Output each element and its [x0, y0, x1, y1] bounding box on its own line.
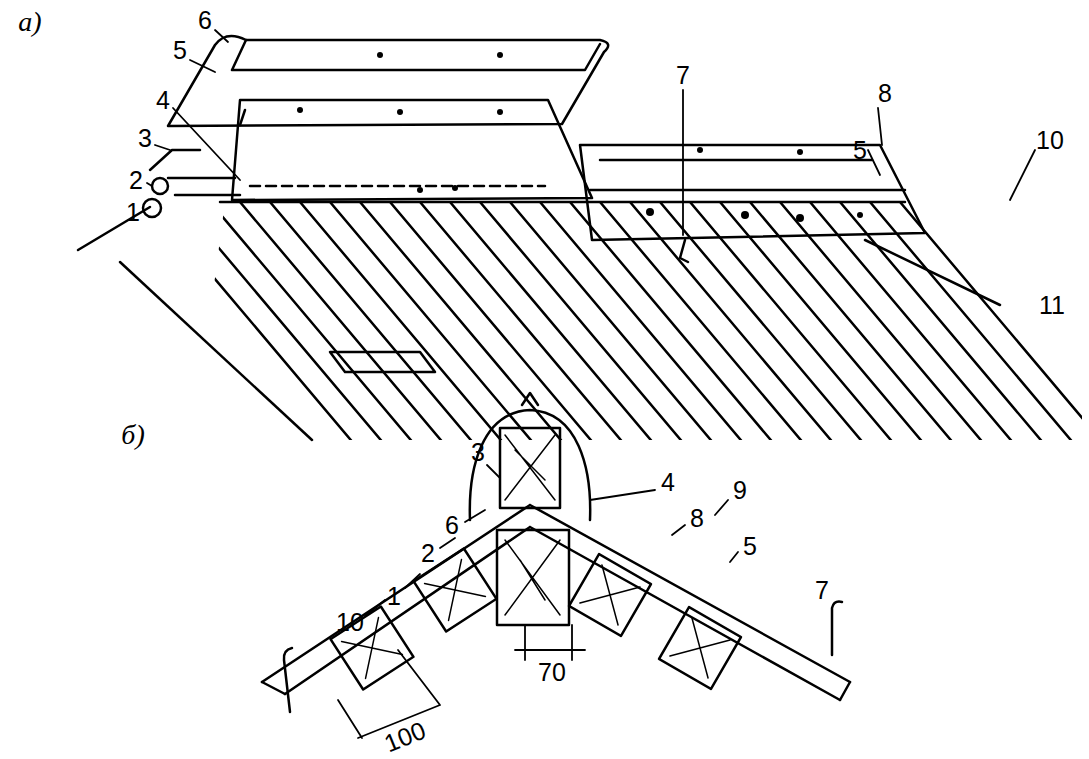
callout-number: 2: [421, 541, 435, 566]
sheet-edge: [270, 202, 475, 445]
leader: [865, 240, 1000, 305]
sheet-edge: [330, 202, 535, 445]
callout-number: 2: [129, 168, 143, 193]
sheet-edge: [390, 202, 595, 445]
roll: [152, 178, 168, 194]
sheet-edge: [870, 202, 1075, 445]
callout-number: 3: [471, 440, 485, 465]
slope-edge: [120, 262, 312, 440]
sheet-edge: [840, 202, 1045, 445]
ridge-band: [232, 100, 592, 200]
cap-clip: [240, 110, 245, 125]
callout-number: 6: [198, 8, 212, 33]
ridge-cap: [590, 160, 905, 190]
view-label: б): [121, 421, 144, 449]
sheathing: [285, 527, 840, 700]
cap-clip: [680, 240, 688, 262]
callout-number: 5: [173, 38, 187, 63]
callout-number: 5: [853, 138, 867, 163]
wood-grain: [505, 435, 555, 500]
callout-number: 4: [661, 470, 675, 495]
sheet-edge: [1080, 202, 1089, 445]
dimension-line: [515, 625, 585, 660]
sheet-edge: [240, 202, 445, 445]
callout-number: 8: [690, 506, 704, 531]
callout-number: 10: [1036, 128, 1064, 153]
callout-number: 5: [743, 534, 757, 559]
callout-number: 1: [126, 200, 140, 225]
callout-number: 6: [445, 513, 459, 538]
sheet-edge: [150, 202, 355, 445]
callout-number: 11: [1039, 293, 1065, 318]
callout-number: 7: [676, 63, 690, 88]
dimension-line: [338, 650, 440, 738]
sheet-edge: [960, 202, 1089, 445]
callout-number: 7: [815, 578, 829, 603]
sheet-edge: [930, 202, 1089, 445]
callout-number: 8: [878, 81, 892, 106]
sheet-edge: [210, 202, 415, 445]
ridge-line: [220, 201, 905, 204]
callout-number: 9: [733, 478, 747, 503]
ridge-cap-section: [470, 410, 590, 520]
sheet-edge: [300, 202, 505, 445]
snow-guard: [284, 648, 292, 712]
callout-number: 4: [156, 88, 170, 113]
nails: [297, 52, 863, 222]
wood-grain: [505, 540, 560, 615]
callout-number: 1: [387, 584, 401, 609]
ridge-timber: [500, 428, 560, 508]
batten: [330, 352, 435, 372]
callout-number: 3: [138, 126, 152, 151]
dimension: 70: [538, 660, 566, 685]
sheet-edge: [900, 202, 1089, 445]
sheet-edge: [990, 202, 1089, 445]
sheet-edge: [750, 202, 955, 445]
roll: [143, 199, 161, 217]
leader: [365, 465, 738, 616]
ridge-cap: [232, 40, 600, 70]
dimension: 100: [381, 717, 429, 756]
ridge-cap: [168, 36, 608, 126]
sheet-edge: [360, 202, 565, 445]
sheet-edge: [810, 202, 1015, 445]
sheet-edge: [1020, 202, 1089, 445]
view-label: а): [18, 8, 41, 36]
ridge-cap-top: [522, 393, 538, 405]
cap-end: [150, 150, 240, 195]
sheet-edge: [720, 202, 925, 445]
ridge-cap: [580, 145, 925, 240]
ridge-beam: [497, 530, 569, 625]
sheet-edge: [1050, 202, 1089, 445]
band-seam: [250, 185, 545, 188]
leader: [147, 30, 1035, 235]
sheet-edge: [780, 202, 985, 445]
sheet-edge: [420, 202, 625, 445]
callout-number: 10: [336, 610, 364, 635]
sheet-edge: [180, 202, 385, 445]
snow-guard: [832, 602, 842, 655]
eave: [262, 682, 850, 700]
